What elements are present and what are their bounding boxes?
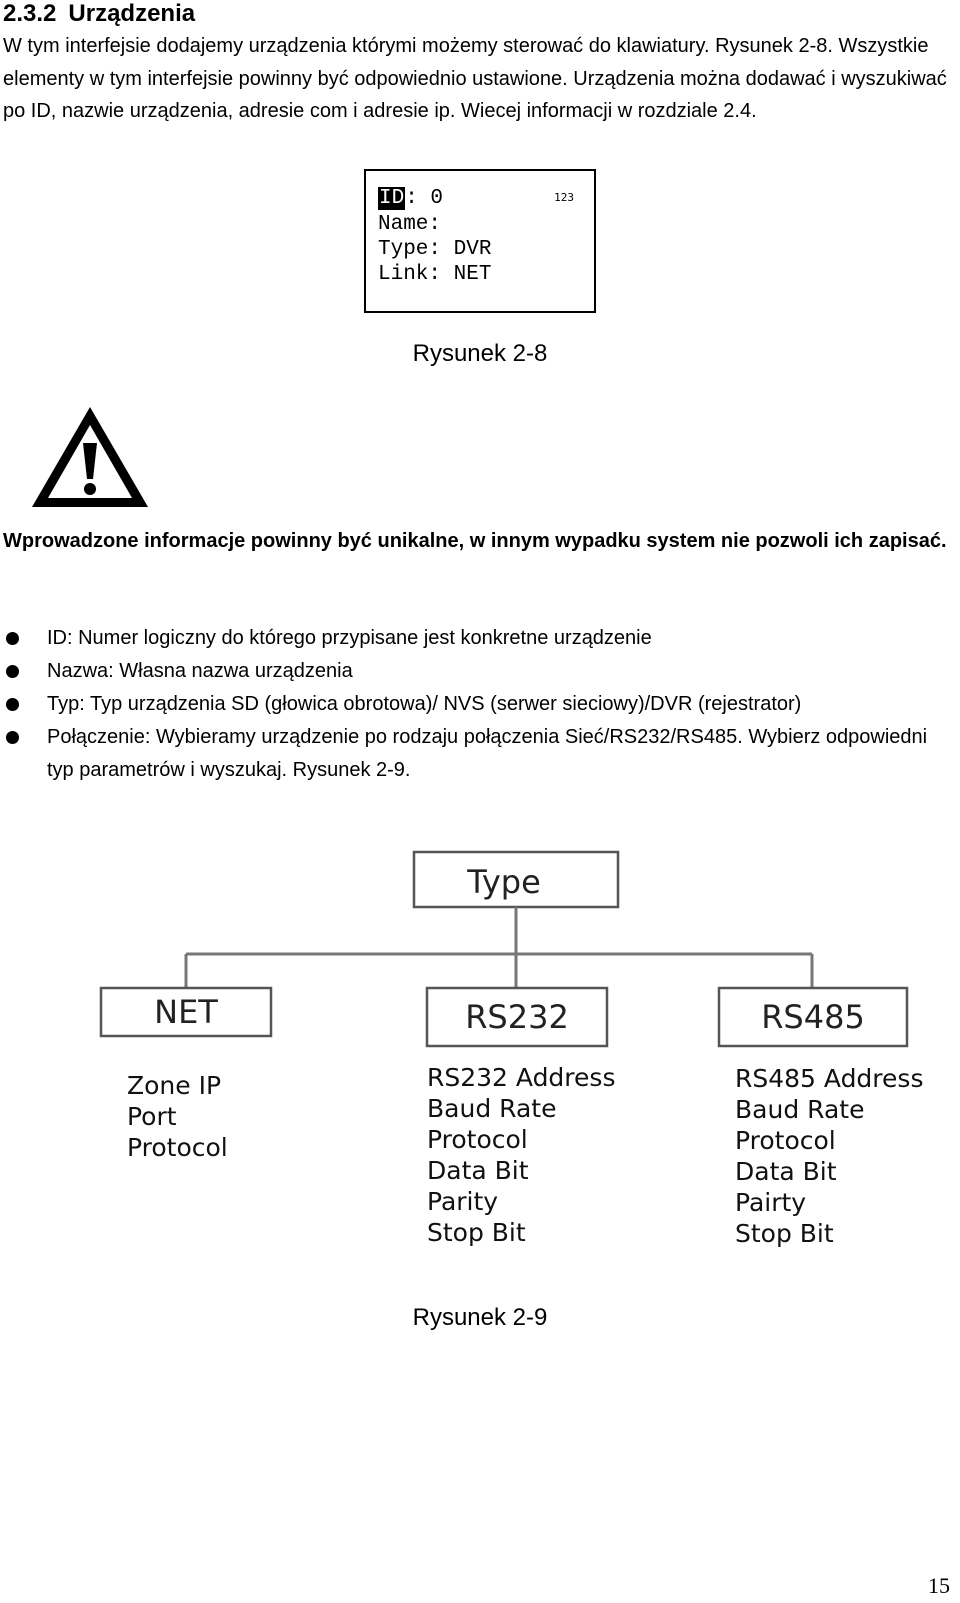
rs232-param-address: RS232 Address bbox=[427, 1063, 616, 1092]
list-item: ID: Numer logiczny do którego przypisane… bbox=[0, 622, 948, 655]
diagram-net-box bbox=[99, 986, 273, 1038]
lcd-type-line: Type: DVR bbox=[378, 238, 492, 261]
rs232-param-data-bit: Data Bit bbox=[427, 1156, 529, 1185]
bullet-icon bbox=[6, 731, 19, 744]
rs485-param-protocol: Protocol bbox=[735, 1126, 836, 1155]
connection-type-diagram: Type NET RS232 RS485 bbox=[99, 850, 909, 1048]
section-heading: 2.3.2 Urządzenia bbox=[3, 0, 195, 28]
diagram-rs485-box bbox=[717, 986, 909, 1048]
rs232-param-parity: Parity bbox=[427, 1187, 499, 1216]
diagram-root-label: Type bbox=[466, 863, 541, 901]
figure-caption-2-9: Rysunek 2-9 bbox=[412, 1304, 548, 1331]
intro-paragraph: W tym interfejsie dodajemy urządzenia kt… bbox=[3, 35, 947, 122]
lcd-link-line: Link: NET bbox=[378, 263, 492, 286]
warning-text: Wprowadzone informacje powinny być unika… bbox=[3, 530, 947, 552]
lcd-input-mode-indicator: 123 bbox=[554, 191, 574, 204]
rs485-param-address: RS485 Address bbox=[735, 1064, 924, 1093]
lcd-id-value: : 0 bbox=[405, 187, 444, 210]
rs232-param-protocol: Protocol bbox=[427, 1125, 528, 1154]
lcd-id-line: ID: 0 bbox=[378, 187, 443, 211]
section-title: Urządzenia bbox=[68, 0, 196, 27]
lcd-screen-figure: ID: 0 123 Name: Type: DVR Link: NET bbox=[364, 169, 596, 313]
net-param-zone-ip: Zone IP bbox=[127, 1071, 222, 1100]
diagram-net-label: NET bbox=[154, 993, 218, 1031]
rs485-param-baud-rate: Baud Rate bbox=[735, 1095, 865, 1124]
lcd-name-line: Name: bbox=[378, 213, 442, 236]
warning-triangle-icon bbox=[28, 403, 152, 511]
list-item: Nazwa: Własna nazwa urządzenia bbox=[0, 655, 948, 688]
page-number: 15 bbox=[928, 1573, 950, 1598]
diagram-root-box bbox=[412, 850, 620, 909]
bullet-icon bbox=[6, 632, 19, 645]
rs232-param-baud-rate: Baud Rate bbox=[427, 1094, 557, 1123]
bullet-icon bbox=[6, 665, 19, 678]
diagram-rs232-box bbox=[425, 986, 609, 1048]
list-item: Połączenie: Wybieramy urządzenie po rodz… bbox=[0, 721, 948, 787]
lcd-id-key: ID bbox=[378, 187, 406, 210]
bullet-icon bbox=[6, 698, 19, 711]
list-item: Typ: Typ urządzenia SD (głowica obrotowa… bbox=[0, 688, 948, 721]
field-description-list: ID: Numer logiczny do którego przypisane… bbox=[0, 622, 948, 787]
figure-caption-2-8: Rysunek 2-8 bbox=[412, 340, 548, 367]
rs232-param-stop-bit: Stop Bit bbox=[427, 1218, 526, 1247]
diagram-rs232-label: RS232 bbox=[465, 998, 569, 1036]
diagram-rs485-label: RS485 bbox=[761, 998, 865, 1036]
net-param-protocol: Protocol bbox=[127, 1133, 228, 1162]
rs485-param-parity: Pairty bbox=[735, 1188, 807, 1217]
rs485-param-stop-bit: Stop Bit bbox=[735, 1219, 834, 1248]
rs485-param-data-bit: Data Bit bbox=[735, 1157, 837, 1186]
net-param-port: Port bbox=[127, 1102, 177, 1131]
section-number: 2.3.2 bbox=[3, 0, 57, 27]
